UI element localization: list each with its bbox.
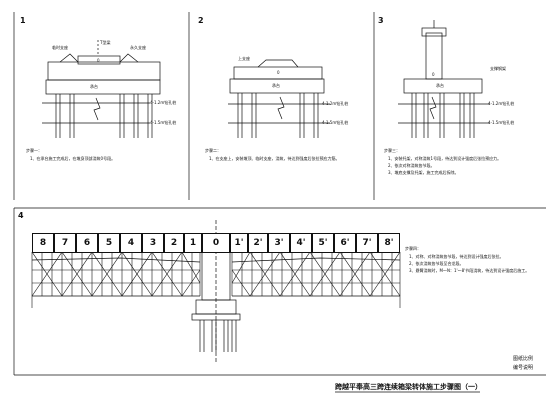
notes-title-1: 步骤一： bbox=[26, 148, 42, 153]
note-3-1: 1、安装托架，对称浇筑1号段，待达到设计强度后张拉预应力。 bbox=[388, 156, 502, 161]
segment-6: 6 bbox=[76, 233, 98, 253]
segment-4-prime: 4' bbox=[290, 233, 312, 253]
step-number-1: 1 bbox=[20, 16, 26, 25]
note-4-2: 2、依次浇筑各节段至合龙段。 bbox=[409, 261, 464, 266]
step-number-3: 3 bbox=[378, 16, 384, 25]
notes-title-4: 步骤四： bbox=[405, 246, 421, 251]
segment-0: 0 bbox=[202, 233, 230, 253]
sheet-scale-label: 图纸比例 bbox=[513, 356, 534, 362]
pile-label-a: 4-1.2m钻孔桩 bbox=[488, 101, 515, 106]
drawing-title: 跨越平奉高三跨连续箱梁转体施工步骤图（一） bbox=[335, 383, 482, 391]
segment-3: 3 bbox=[142, 233, 164, 253]
segment-zero-label: 0 bbox=[97, 58, 100, 63]
segment-4: 4 bbox=[120, 233, 142, 253]
segment-5: 5 bbox=[98, 233, 120, 253]
note-1-1: 1、在承台施工完成后，在墩身顶部浇筑0号段。 bbox=[30, 156, 116, 161]
segment-zero-label: 0 bbox=[432, 72, 435, 77]
notes-title-2: 步骤二： bbox=[205, 148, 221, 153]
segment-6-prime: 6' bbox=[334, 233, 356, 253]
upper-support-label: 上支座 bbox=[238, 56, 250, 61]
pile-label-a: 4-1.2m钻孔桩 bbox=[322, 101, 349, 106]
segment-7-prime: 7' bbox=[356, 233, 378, 253]
cap-label: 承台 bbox=[436, 83, 444, 88]
step-number-4: 4 bbox=[18, 211, 24, 220]
segment-2: 2 bbox=[164, 233, 184, 253]
note-2-1: 1、在支座上，安装墩顶、临时支座，浇筑，待达到强度后张拉预应力筋。 bbox=[209, 156, 340, 161]
note-3-3: 3、墩底支撑及托架，施工完成后拆除。 bbox=[388, 170, 459, 175]
t-beam-label: T型梁 bbox=[100, 40, 111, 45]
segment-3-prime: 3' bbox=[268, 233, 290, 253]
step-number-2: 2 bbox=[198, 16, 204, 25]
pile-label-a: 4-1.2m钻孔桩 bbox=[150, 100, 177, 105]
segment-1: 1 bbox=[184, 233, 202, 253]
notes-title-3: 步骤三： bbox=[384, 148, 400, 153]
note-4-3: 3、悬臂浇筑时，M～N：1'～8'节段浇筑，待达到设计强度后施工。 bbox=[409, 268, 530, 273]
pile-label-b: 4-1.5m钻孔桩 bbox=[322, 120, 349, 125]
cap-label: 承台 bbox=[90, 84, 98, 89]
segment-7: 7 bbox=[54, 233, 76, 253]
segment-5-prime: 5' bbox=[312, 233, 334, 253]
temp-support-label: 临时支座 bbox=[52, 45, 68, 50]
perm-support-label: 永久支座 bbox=[130, 45, 146, 50]
sheet-number-label: 编号说明 bbox=[513, 365, 534, 371]
segment-8-prime: 8' bbox=[378, 233, 400, 253]
segment-zero-label: 0 bbox=[277, 70, 280, 75]
segment-8: 8 bbox=[32, 233, 54, 253]
segment-2-prime: 2' bbox=[248, 233, 268, 253]
note-3-2: 2、依次对称浇筑各节段。 bbox=[388, 163, 435, 168]
note-4-1: 1、对称、对称浇筑各节段，待达到设计强度后张拉。 bbox=[409, 254, 504, 259]
support-frame-label: 支撑钢架 bbox=[490, 66, 506, 71]
cap-label: 承台 bbox=[272, 83, 280, 88]
pile-label-b: 4-1.5m钻孔桩 bbox=[488, 120, 515, 125]
pile-label-b: 4-1.5m钻孔桩 bbox=[150, 120, 177, 125]
segment-1-prime: 1' bbox=[230, 233, 248, 253]
